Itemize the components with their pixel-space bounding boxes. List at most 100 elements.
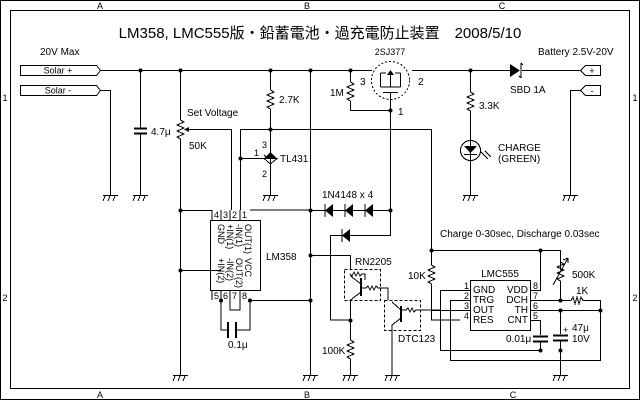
solar-plus-port: Solar +	[20, 65, 102, 76]
lm358-pin-3: 3	[223, 210, 228, 220]
led-charge	[460, 140, 492, 161]
lmc555-pin-1: 1	[464, 281, 469, 291]
col-label-a-top: A	[97, 1, 103, 11]
resistor-100k	[345, 320, 356, 375]
lmc555-ic	[470, 280, 531, 331]
lm358-name-out1: OUT(1)	[243, 224, 253, 254]
lm358-pin-8: 8	[242, 291, 247, 301]
ground-symbol	[262, 195, 278, 202]
inner-frame	[10, 10, 630, 389]
col-label-a-bottom: A	[97, 390, 103, 400]
r-10k-value: 10K	[408, 271, 426, 282]
mosfet-pin-3: 3	[360, 77, 366, 88]
lmc555-name-trg: TRG	[473, 295, 494, 306]
lmc555-pin-3: 3	[464, 301, 469, 311]
lm358-pin-5: 5	[214, 291, 219, 301]
led-label-line1: CHARGE	[498, 143, 541, 154]
potentiometer-50k	[175, 70, 186, 270]
dtc123-box	[384, 300, 421, 331]
lmc555-pin-6: 6	[533, 301, 538, 311]
vr-value: 50K	[189, 141, 207, 152]
polarity-plus-icon: +	[563, 325, 568, 335]
solar-plus-label: Solar +	[44, 66, 73, 76]
c-47u-voltage: 10V	[572, 334, 590, 345]
lmc555-name-out: OUT	[473, 305, 494, 316]
mosfet-pin-1: 1	[398, 107, 404, 118]
solar-minus-port: Solar -	[20, 85, 102, 96]
battery-minus-label: -	[591, 86, 594, 96]
diodes-label: 1N4148 x 4	[322, 190, 374, 201]
lmc555-label: LMC555	[481, 269, 519, 280]
lm358-name-gnd: GND	[216, 224, 226, 245]
c-0-1u-value: 0.1μ	[228, 340, 248, 351]
col-label-b-bottom: B	[304, 390, 310, 400]
capacitor-c-in	[134, 127, 147, 135]
input-note: 20V Max	[40, 47, 79, 58]
battery-note: Battery 2.5V-20V	[538, 47, 614, 58]
rn2205-box	[344, 269, 381, 301]
diode-1n4148	[364, 204, 373, 217]
r-1m-value: 1M	[330, 88, 344, 99]
tl431-pin-3: 3	[262, 140, 267, 150]
lm358-label: LM358	[266, 252, 297, 263]
row-label-2-right: 2	[632, 293, 637, 303]
solar-minus-wire	[100, 90, 111, 195]
col-label-c-bottom: C	[510, 390, 517, 400]
ground-symbol	[342, 375, 358, 382]
lmc555-pin-8: 8	[533, 281, 538, 291]
lm358-name-vcc: VCC	[243, 258, 253, 278]
lm358-name-in2p: +IN(2)	[216, 258, 226, 283]
lmc555-name-gnd: GND	[473, 285, 495, 296]
lm358-name-in2m: -IN(2)	[225, 258, 235, 281]
lmc555-name-dch: DCH	[506, 295, 528, 306]
lm358-name-in1m: -IN(1)	[234, 224, 244, 247]
set-voltage-label: Set Voltage	[187, 108, 239, 119]
battery-plus-label: +	[589, 66, 594, 76]
mosfet-label: 2SJ377	[375, 47, 406, 57]
lm358-pin-6: 6	[223, 291, 228, 301]
variable-resistor-500k	[555, 261, 566, 301]
r-1k-value: 1K	[576, 286, 589, 297]
r-3-3k-value: 3.3K	[479, 101, 500, 112]
c-in-value: 4.7μ	[151, 127, 171, 138]
resistor-1k	[560, 295, 601, 311]
resistor-2-7k	[265, 70, 276, 160]
r-2-7k-value: 2.7K	[279, 95, 300, 106]
resistor-1m	[345, 70, 391, 111]
col-label-b-top: B	[304, 1, 310, 11]
schottky-diode	[510, 62, 524, 79]
row-label-2-left: 2	[2, 293, 7, 303]
battery-plus-port: +	[579, 65, 601, 76]
row-label-1-left: 1	[2, 93, 7, 103]
led-label-line2: (GREEN)	[498, 154, 540, 165]
c-47u-value: 47μ	[572, 323, 589, 334]
ground-symbol	[132, 195, 148, 202]
capacitor-47u	[553, 334, 568, 342]
rn2205-label: RN2205	[355, 257, 392, 268]
lmc555-pin-4: 4	[464, 311, 469, 321]
lmc555-name-th: TH	[515, 305, 528, 316]
diode-1n4148	[341, 229, 350, 242]
ground-symbol	[102, 195, 118, 202]
tl431-label: TL431	[280, 154, 309, 165]
ground-symbol	[302, 375, 318, 382]
capacitor-0-01u	[533, 335, 548, 343]
mosfet-pin-2: 2	[418, 77, 424, 88]
lm358-pin-4: 4	[214, 210, 219, 220]
col-label-c-top: C	[499, 1, 506, 11]
lm358-name-in1p: +IN(1)	[225, 224, 235, 249]
lmc555-name-res: RES	[473, 315, 494, 326]
timing-note: Charge 0-30sec, Discharge 0.03sec	[440, 229, 600, 240]
tl431-pin-2: 2	[262, 169, 267, 179]
ground-symbol	[462, 195, 478, 202]
ground-symbol	[384, 375, 400, 382]
ground-symbol	[562, 195, 578, 202]
vr-500k-value: 500K	[572, 270, 596, 281]
schematic-title: LM358, LMC555版・鉛蓄電池・過充電防止装置 2008/5/10	[119, 25, 522, 42]
lm358-ic	[210, 210, 261, 300]
tl431-pin-1: 1	[254, 148, 259, 158]
lmc555-pin-2: 2	[464, 291, 469, 301]
diode-1n4148	[324, 204, 333, 217]
